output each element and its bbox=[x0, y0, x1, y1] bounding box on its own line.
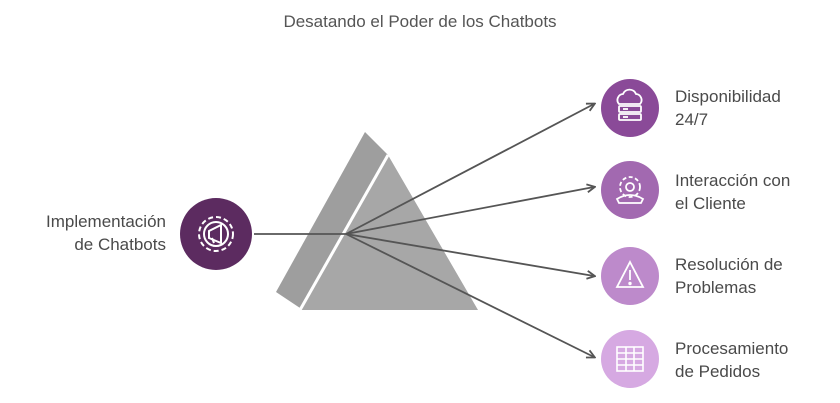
output-label-line2: 24/7 bbox=[675, 110, 709, 129]
input-label-line2: de Chatbots bbox=[74, 235, 166, 254]
output-label-line2: de Pedidos bbox=[675, 362, 761, 381]
output-label-line2: Problemas bbox=[675, 278, 757, 297]
output-label-line1: Procesamiento bbox=[675, 339, 789, 358]
output-node-customer-interaction bbox=[601, 161, 659, 219]
output-label-customer-interaction: Interacción con el Cliente bbox=[675, 169, 835, 215]
output-label-availability: Disponibilidad 24/7 bbox=[675, 85, 835, 131]
output-node-order-processing bbox=[601, 330, 659, 388]
output-node-problem-solving bbox=[601, 247, 659, 305]
warning-triangle-icon bbox=[615, 260, 645, 288]
cloud-server-icon bbox=[616, 88, 643, 121]
output-label-problem-solving: Resolución de Problemas bbox=[675, 253, 835, 299]
output-node-availability bbox=[601, 79, 659, 137]
table-grid-icon bbox=[616, 346, 644, 372]
gear-phone-icon bbox=[615, 176, 645, 204]
output-label-line1: Disponibilidad bbox=[675, 87, 781, 106]
diagram-title: Desatando el Poder de los Chatbots bbox=[283, 12, 557, 31]
input-node bbox=[180, 198, 252, 270]
gear-megaphone-icon bbox=[198, 216, 234, 252]
output-label-line1: Resolución de bbox=[675, 255, 783, 274]
output-arrow bbox=[345, 104, 594, 235]
output-arrow bbox=[345, 233, 594, 357]
output-label-line2: el Cliente bbox=[675, 194, 746, 213]
input-label-line1: Implementación bbox=[45, 212, 166, 231]
input-label: Implementación de Chatbots bbox=[12, 210, 166, 256]
output-arrow bbox=[345, 187, 594, 235]
prism-shape bbox=[276, 132, 478, 311]
output-label-line1: Interacción con bbox=[675, 171, 791, 190]
output-arrow bbox=[345, 233, 594, 276]
output-label-order-processing: Procesamiento de Pedidos bbox=[675, 337, 835, 383]
